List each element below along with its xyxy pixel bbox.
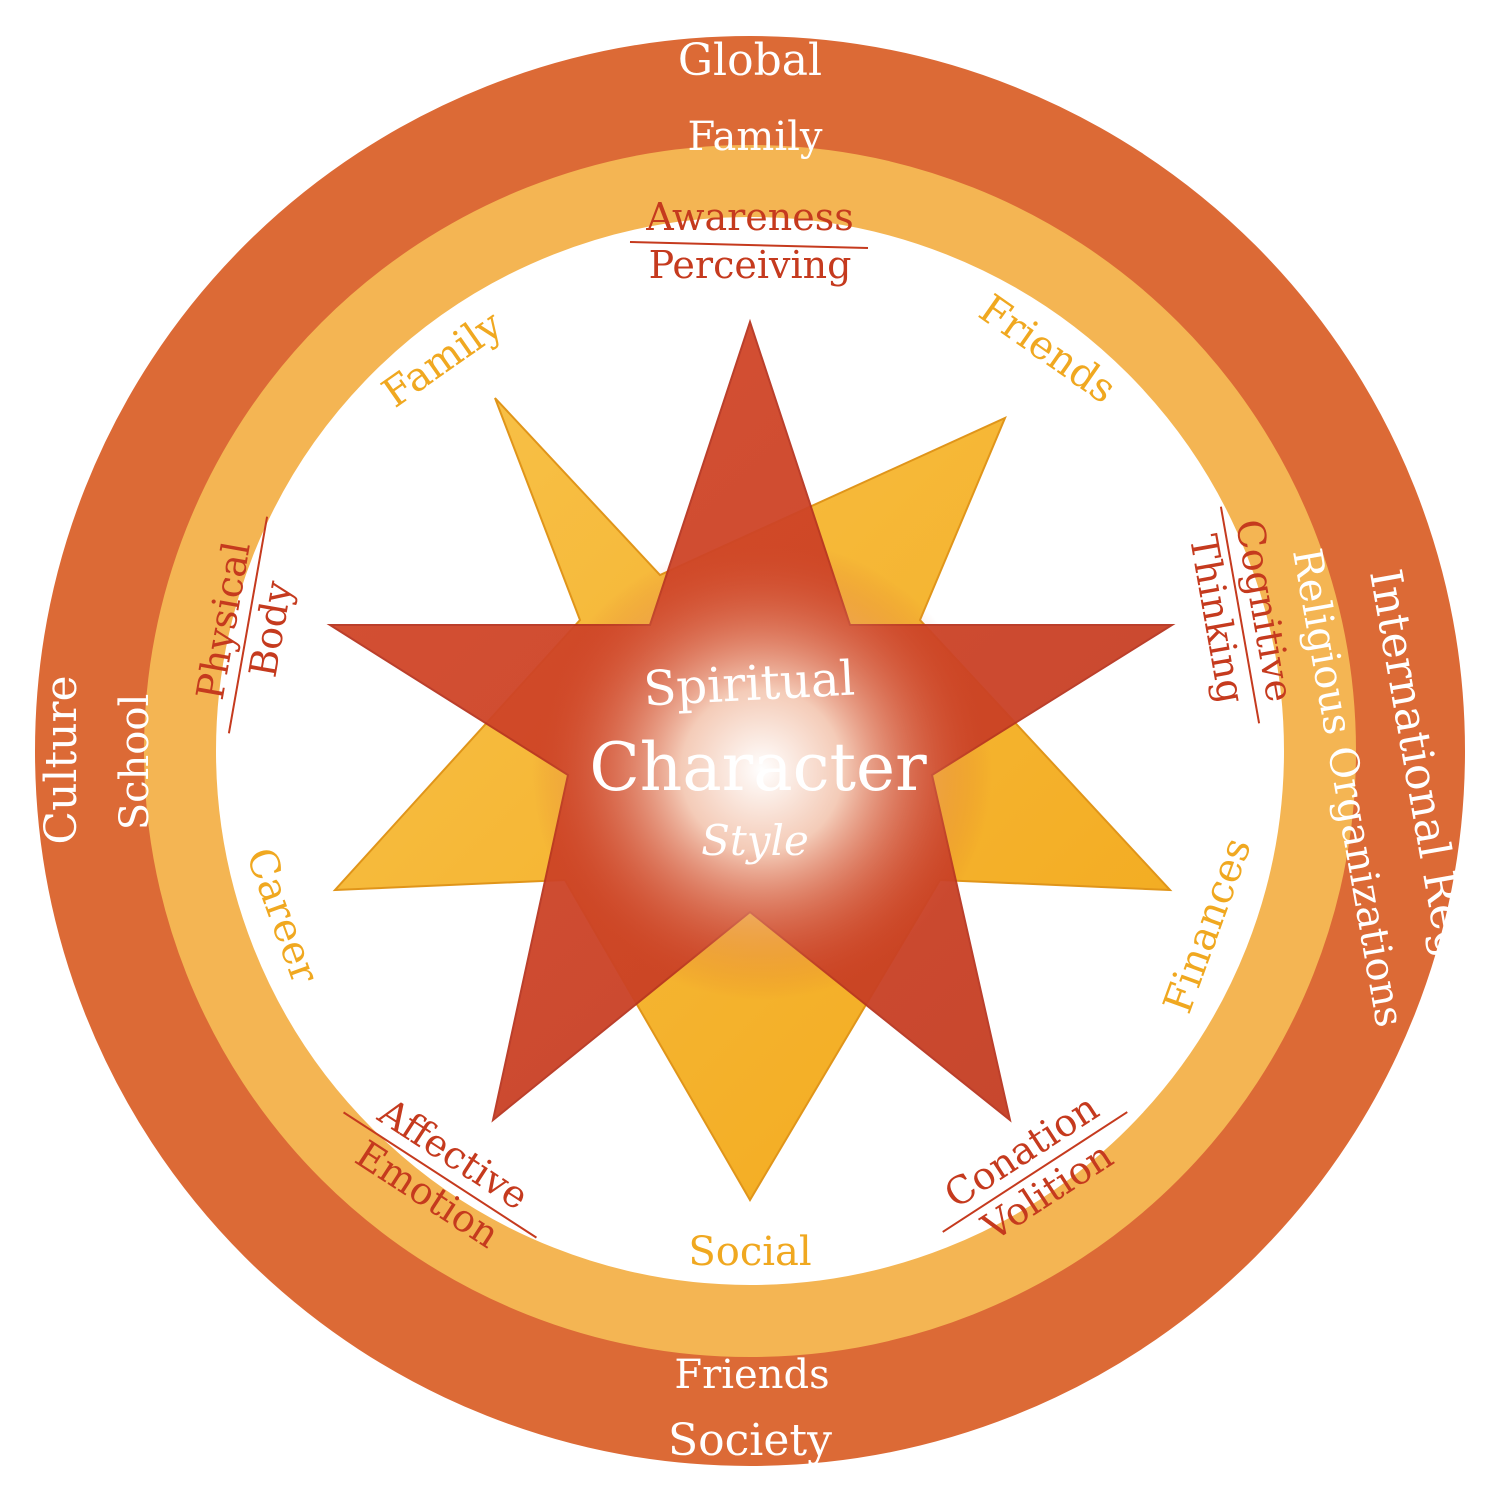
outer-ring	[35, 36, 1465, 1466]
middle-ring-label-bottom: Friends	[674, 1352, 829, 1398]
outer-ring-label-top: Global	[678, 35, 822, 86]
life-area-bottom: Social	[688, 1229, 811, 1275]
middle-ring-label-top: Family	[688, 114, 823, 160]
dimension-bottom-left-divider	[343, 1111, 537, 1239]
middle-ring	[144, 145, 1356, 1357]
middle-ring-label-left: School	[112, 694, 158, 831]
dimension-bottom-right-divider	[942, 1111, 1128, 1233]
dimension-right-divider	[1219, 506, 1261, 724]
center-line3: Style	[701, 816, 809, 865]
outer-ring-label-bottom: Society	[668, 1415, 832, 1466]
dimension-top-line2: Perceiving	[649, 243, 852, 287]
center-line2: Character	[589, 729, 927, 806]
dimension-top-line1: Awareness	[645, 195, 854, 239]
dimension-left-divider	[227, 516, 269, 734]
dimension-top: Awareness Perceiving	[629, 195, 869, 287]
center-line1: Spiritual	[642, 651, 856, 718]
dimension-top-divider	[629, 241, 869, 249]
outer-ring-label-left: Culture	[36, 675, 87, 844]
center-glow	[532, 540, 992, 1000]
